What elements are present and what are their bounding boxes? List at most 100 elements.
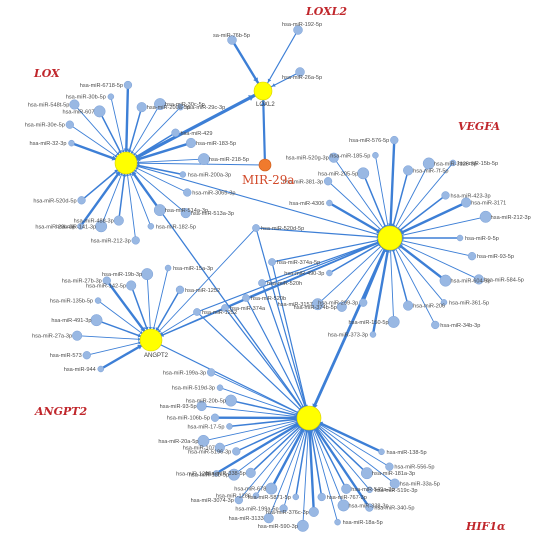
mirna-shared-1[interactable] (258, 279, 266, 287)
mirna-vegfa-17[interactable] (431, 320, 440, 330)
mirna-vegfa-24[interactable] (326, 269, 333, 277)
hub-vegfa-node[interactable] (377, 225, 403, 251)
mirna-lox-12[interactable] (179, 171, 187, 178)
mirna-loxl2-2[interactable] (295, 67, 305, 77)
mirna-hif1a-2[interactable] (389, 478, 400, 489)
mirna-lox-5[interactable] (123, 80, 133, 90)
mirna-shared-5[interactable] (252, 224, 260, 232)
mirna-hif1a-1[interactable] (385, 462, 394, 471)
mirna-vegfa-20[interactable] (369, 331, 377, 338)
mirna-lox-6[interactable] (136, 102, 147, 113)
mirna-lox-14[interactable] (180, 208, 191, 219)
mirna-hif1a-20[interactable] (213, 470, 220, 477)
mirna-vegfa-18[interactable] (403, 300, 414, 311)
hub-angpt2[interactable]: ANGPT2 (139, 328, 169, 359)
hub-loxl2[interactable]: LOXL2 (253, 81, 275, 108)
mirna-hif1a-29[interactable] (206, 368, 216, 377)
mirna-shared-0[interactable] (268, 258, 276, 266)
mirna-angpt2-2[interactable] (72, 330, 83, 341)
mirna-hif1a-14[interactable] (263, 513, 274, 524)
mirna-hif1a-12[interactable] (292, 493, 300, 501)
mirna-angpt2-6[interactable] (126, 280, 137, 291)
mirna-vegfa-3[interactable] (357, 167, 370, 180)
mirna-angpt2-9[interactable] (175, 285, 185, 294)
mirna-hif1a-3[interactable] (360, 467, 373, 480)
mirna-hif1a-23[interactable] (197, 434, 210, 447)
mirna-hif1a-15[interactable] (265, 482, 278, 495)
mirna-hif1a-9[interactable] (317, 492, 326, 502)
mirna-angpt2-3[interactable] (90, 314, 103, 327)
mirna-hif1a-8[interactable] (334, 518, 341, 526)
mirna-lox-21[interactable] (77, 196, 86, 205)
mirna-vegfa-8[interactable] (449, 159, 457, 167)
mirna-angpt2-0[interactable] (97, 365, 105, 373)
mirna-vegfa-23[interactable] (311, 298, 324, 311)
mirna-vegfa-14[interactable] (473, 274, 484, 285)
hub-vegfa[interactable] (377, 225, 403, 251)
mirna-shared-4[interactable] (193, 308, 201, 316)
mirna-hif1a-26[interactable] (196, 400, 207, 412)
hub-loxl2-node[interactable] (253, 81, 273, 101)
mirna-vegfa-6[interactable] (403, 165, 414, 176)
mirna-hif1a-27[interactable] (224, 394, 237, 407)
hub-angpt2-node[interactable] (139, 328, 163, 352)
mirna-hif1a-7[interactable] (337, 499, 350, 512)
mirna-angpt2-5[interactable] (102, 276, 111, 285)
mirna-lox-7[interactable] (154, 98, 166, 111)
mirna-vegfa-21[interactable] (359, 298, 368, 307)
mirna-hif1a-24[interactable] (226, 423, 233, 430)
mirna-hif1a-6[interactable] (341, 483, 352, 494)
mirna-vegfa-0[interactable] (326, 199, 333, 207)
mirna-vegfa-19[interactable] (387, 315, 400, 328)
mirna-vegfa-10[interactable] (461, 197, 472, 208)
mirna-loxl2-0[interactable] (227, 35, 237, 45)
mirna-vegfa-16[interactable] (440, 299, 448, 306)
mirna-lox-20[interactable] (77, 223, 84, 230)
center-mirna-node[interactable] (258, 158, 272, 172)
hub-hif1a[interactable] (296, 405, 322, 431)
mirna-vegfa-9[interactable] (441, 191, 450, 200)
mirna-hif1a-0[interactable] (378, 448, 385, 456)
mirna-lox-2[interactable] (69, 99, 80, 110)
mirna-lox-0[interactable] (68, 139, 75, 147)
mirna-vegfa-5[interactable] (390, 135, 399, 145)
mirna-hif1a-13[interactable] (279, 504, 288, 513)
mirna-lox-10[interactable] (185, 137, 197, 149)
mirna-vegfa-13[interactable] (467, 252, 477, 261)
mirna-lox-18[interactable] (113, 215, 124, 226)
mirna-lox-4[interactable] (107, 93, 115, 100)
mirna-lox-9[interactable] (171, 128, 180, 137)
mirna-lox-13[interactable] (183, 188, 192, 197)
mirna-hif1a-17[interactable] (234, 495, 243, 505)
mirna-vegfa-7[interactable] (422, 157, 435, 170)
hub-hif1a-node[interactable] (296, 405, 322, 431)
mirna-hif1a-4[interactable] (366, 486, 373, 494)
mirna-vegfa-15[interactable] (439, 274, 452, 287)
mirna-angpt2-7[interactable] (141, 268, 154, 281)
mirna-lox-16[interactable] (147, 223, 155, 230)
mirna-shared-3[interactable] (221, 304, 229, 312)
mirna-lox-8[interactable] (177, 103, 184, 111)
mirna-vegfa-11[interactable] (479, 210, 492, 223)
mirna-hif1a-10[interactable] (308, 506, 319, 517)
mirna-hif1a-28[interactable] (216, 384, 224, 391)
mirna-lox-3[interactable] (93, 105, 106, 118)
mirna-angpt2-8[interactable] (164, 264, 172, 272)
mirna-angpt2-1[interactable] (82, 351, 91, 360)
mirna-loxl2-1[interactable] (293, 25, 303, 35)
mirna-vegfa-1[interactable] (323, 177, 333, 186)
mirna-hif1a-18[interactable] (245, 467, 256, 478)
mirna-lox-17[interactable] (131, 236, 140, 245)
mirna-hif1a-16[interactable] (252, 492, 260, 499)
mirna-lox-19[interactable] (95, 220, 108, 233)
mirna-lox-11[interactable] (197, 153, 210, 166)
mirna-hif1a-11[interactable] (296, 519, 309, 532)
mirna-vegfa-2[interactable] (328, 152, 339, 163)
mirna-hif1a-19[interactable] (228, 468, 240, 481)
mirna-hif1a-22[interactable] (214, 442, 225, 453)
mirna-vegfa-12[interactable] (456, 234, 464, 242)
mirna-angpt2-4[interactable] (94, 297, 102, 304)
mirna-shared-2[interactable] (242, 294, 250, 302)
mirna-hif1a-25[interactable] (210, 413, 220, 422)
mirna-lox-1[interactable] (65, 120, 74, 129)
